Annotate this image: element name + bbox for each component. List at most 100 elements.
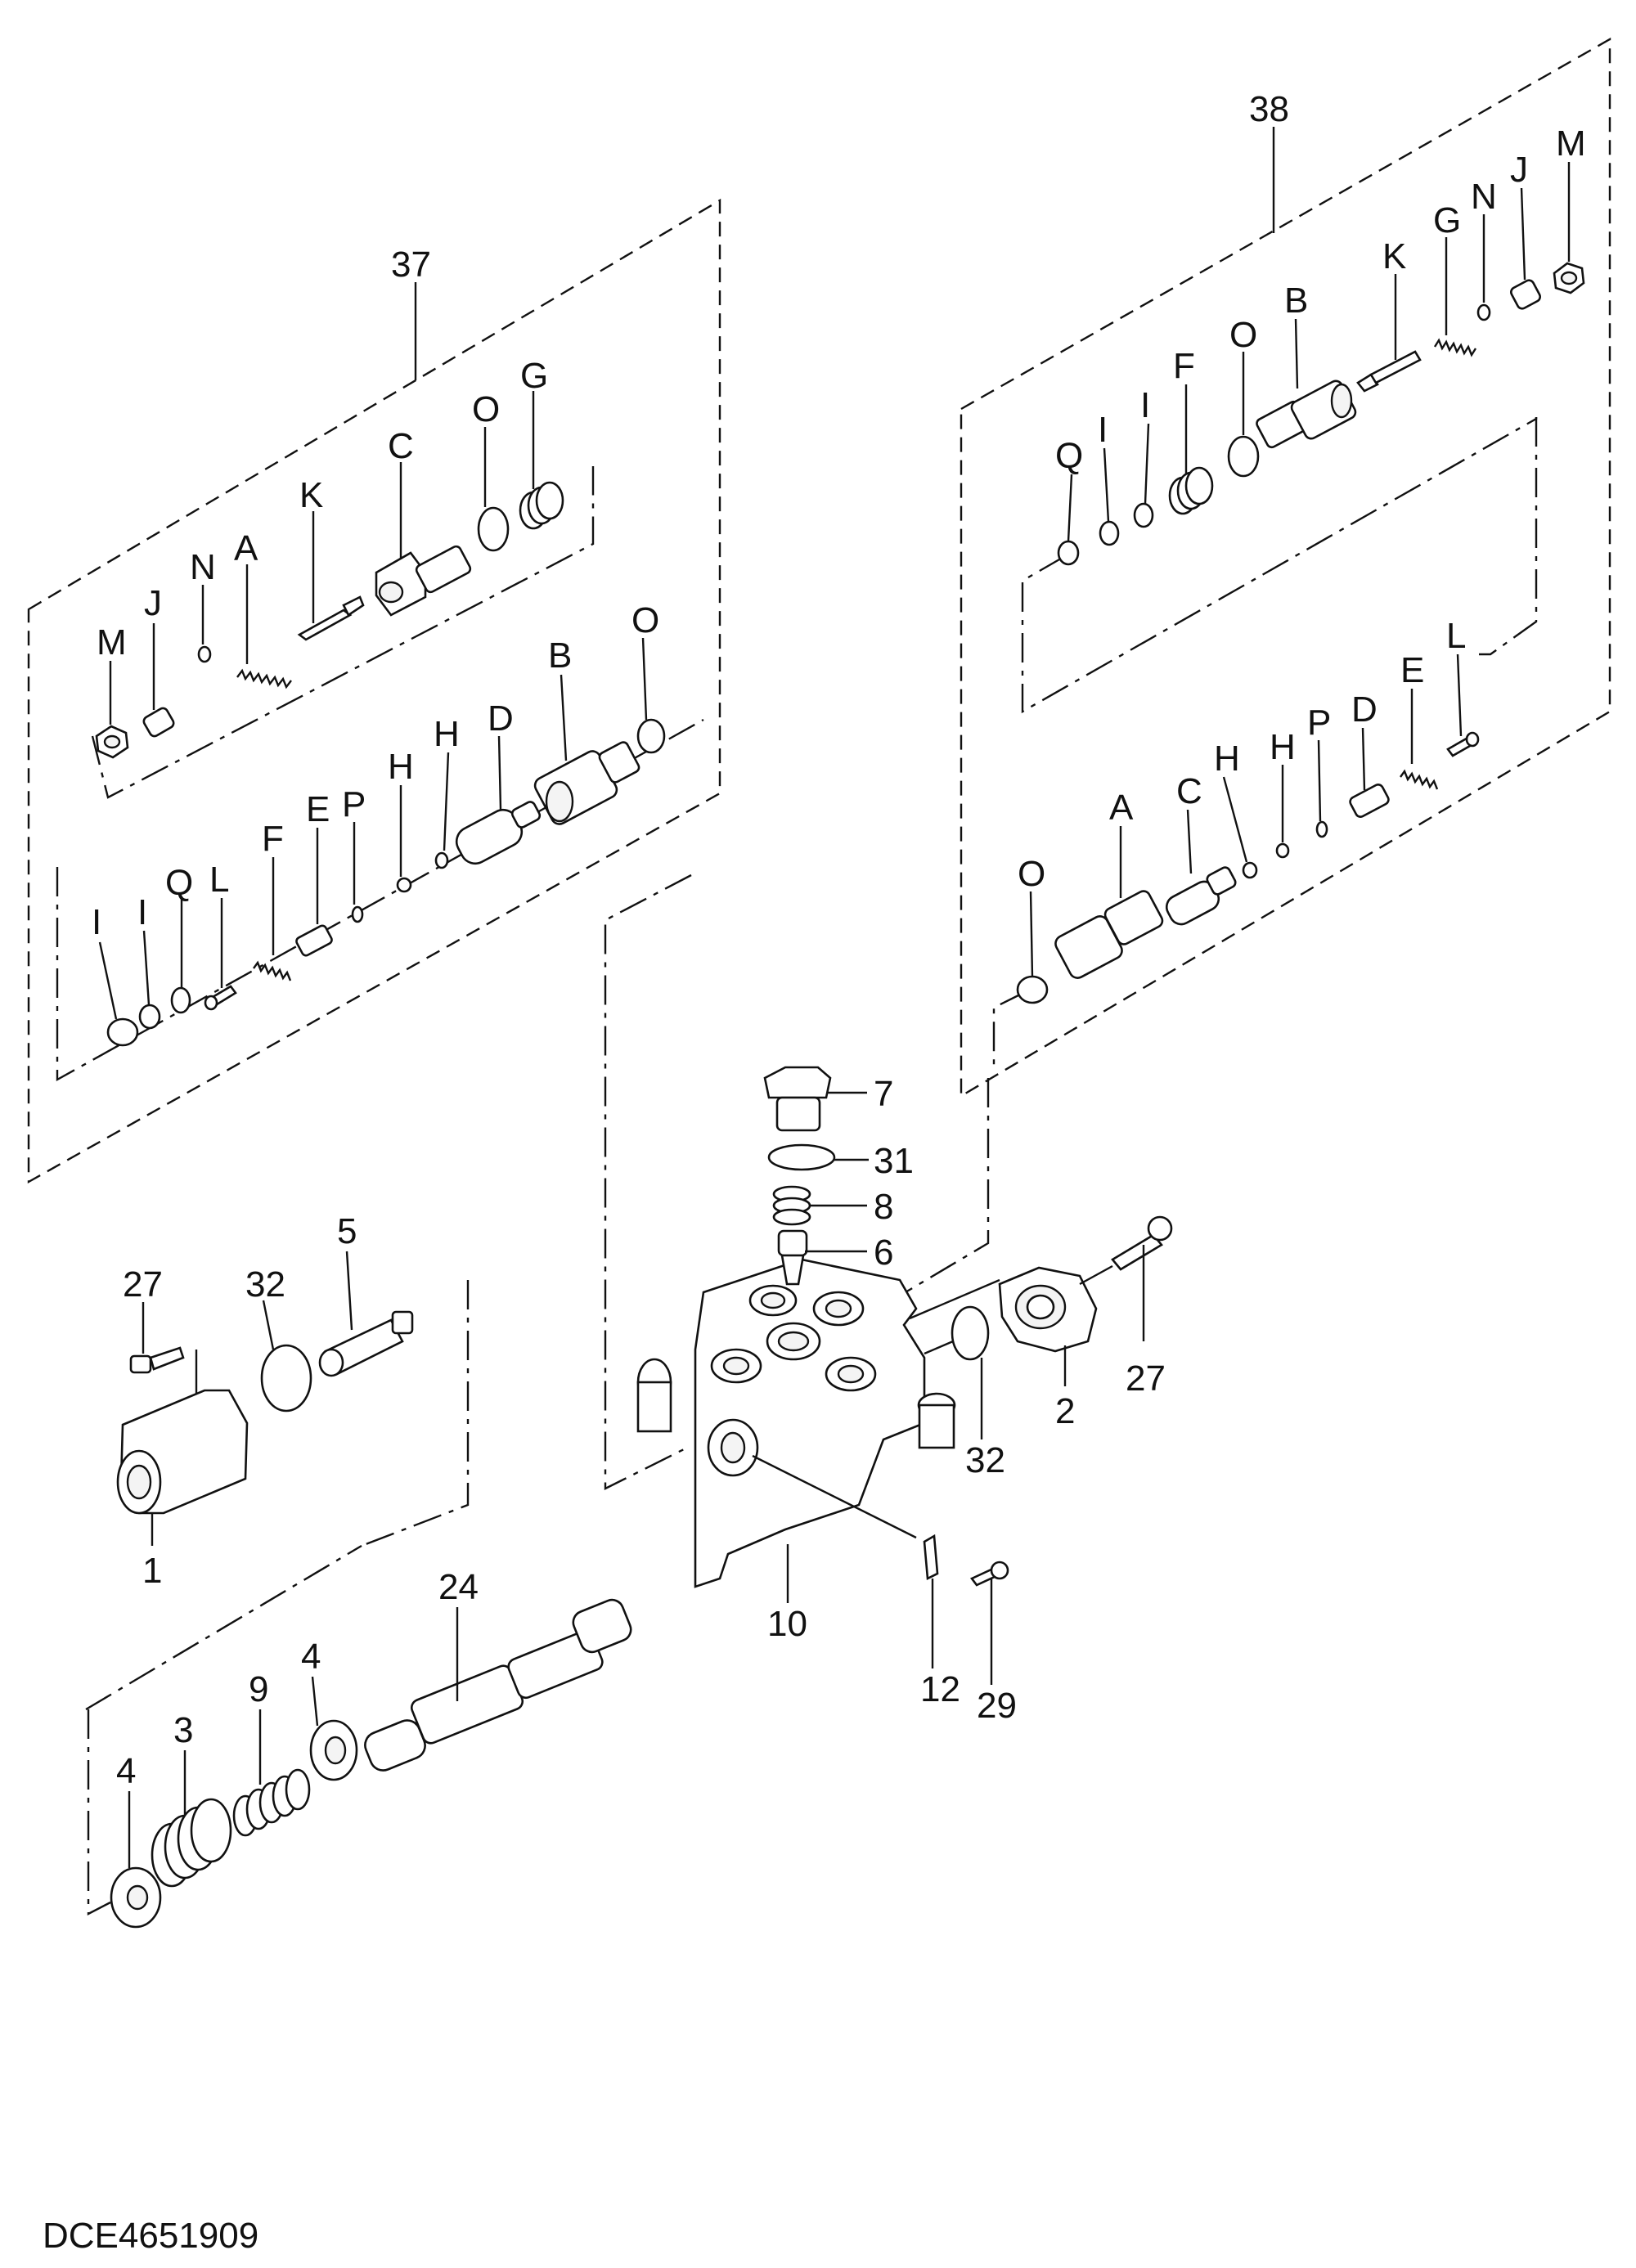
callout-32-right: 32	[965, 1440, 1005, 1480]
kit38-label-M: M	[1556, 124, 1586, 164]
kit37-label-F: F	[262, 819, 284, 859]
kit37-ring-H-a	[396, 877, 412, 893]
part-29-screw	[969, 1561, 1009, 1587]
callout-6: 6	[874, 1233, 893, 1273]
kit37-label-C: C	[388, 426, 414, 466]
part-5-spool	[318, 1310, 414, 1377]
kit-37-dashed-outline	[27, 198, 721, 1184]
part-7-plug	[763, 1066, 832, 1132]
callout-3: 3	[173, 1710, 193, 1750]
callout-8: 8	[874, 1187, 893, 1227]
part-4-seat-lower	[110, 1866, 162, 1929]
kit37-nut-M	[95, 725, 129, 759]
kit37-spring-A	[236, 668, 292, 689]
kit38-ring-Q	[1057, 540, 1080, 566]
kit38-piston-D	[1349, 784, 1390, 818]
callout-1: 1	[142, 1551, 162, 1591]
kit37-label-G: G	[520, 356, 548, 396]
kit37-label-L: L	[209, 860, 229, 900]
kit38-label-N: N	[1471, 177, 1497, 217]
kit37-plug-J	[142, 707, 175, 738]
kit38-label-E: E	[1400, 650, 1424, 690]
callout-10: 10	[767, 1604, 807, 1644]
kit37-valve-body-B	[533, 741, 640, 825]
callout-12: 12	[920, 1669, 960, 1709]
part-31-oring	[767, 1143, 836, 1171]
kit37-plunger-D	[455, 801, 542, 865]
callout-27-left: 27	[123, 1264, 163, 1305]
kit37-ring-Q	[170, 986, 191, 1014]
kit38-ring-H-a	[1242, 861, 1258, 879]
kit38-spring-G	[1433, 338, 1477, 357]
kit38-valve-body-B	[1256, 379, 1357, 449]
kit38-ring-I-a	[1099, 520, 1120, 546]
kit38-spring-F	[1168, 466, 1214, 515]
kit37-label-B: B	[548, 635, 572, 676]
callout-4-upper: 4	[301, 1637, 321, 1677]
kit38-ring-I-b	[1133, 502, 1154, 528]
kit38-plunger-C	[1165, 866, 1237, 926]
kit38-label-D: D	[1351, 689, 1378, 730]
kit37-ring-I-b	[138, 1004, 161, 1030]
kit-38-group: 38 Q I I F O B	[960, 37, 1611, 1098]
kit38-pin-L	[1446, 731, 1480, 757]
kit37-label-M: M	[97, 622, 127, 662]
kit37-label-J: J	[144, 583, 162, 623]
callout-27-right: 27	[1126, 1359, 1166, 1399]
kit38-label-P: P	[1307, 703, 1331, 743]
kit-37-group: 37 M J N A K	[27, 198, 721, 1184]
kit38-label-C: C	[1176, 771, 1202, 811]
part-24-spool	[364, 1598, 632, 1772]
callout-9: 9	[249, 1669, 268, 1709]
kit38-label-B: B	[1284, 281, 1308, 321]
kit37-needle-K	[297, 595, 365, 641]
kit37-label-A: A	[234, 528, 258, 568]
callout-24: 24	[438, 1567, 479, 1607]
part-27-bolt-right	[1111, 1215, 1173, 1271]
kit38-label-I-b: I	[1140, 385, 1150, 425]
kit37-valve-C	[375, 545, 472, 617]
kit37-ring-I-a	[106, 1017, 139, 1047]
part-6-poppet	[777, 1229, 808, 1286]
kit37-pin-L	[204, 985, 237, 1011]
kit38-valve-A	[1054, 890, 1164, 979]
callout-5: 5	[337, 1211, 357, 1251]
kit38-label-F: F	[1173, 346, 1195, 386]
kit37-spring-G	[519, 481, 564, 530]
callout-7: 7	[874, 1074, 893, 1114]
kit38-oring-O-lower	[1016, 975, 1049, 1004]
kit38-ring-N	[1476, 303, 1491, 321]
kit38-label-H-b: H	[1270, 727, 1296, 767]
kit37-connection-line	[604, 874, 692, 1490]
kit37-label-Q: Q	[165, 863, 193, 903]
part-12-plate	[923, 1534, 939, 1581]
kit37-label-I-a: I	[92, 902, 101, 942]
kit37-label-H-b: H	[434, 714, 460, 754]
callout-38: 38	[1249, 89, 1289, 129]
kit38-label-Q: Q	[1055, 436, 1083, 476]
kit37-label-I-b: I	[137, 892, 147, 932]
callout-31: 31	[874, 1141, 914, 1181]
kit37-oring-O-upper	[477, 506, 510, 552]
kit37-label-H-a: H	[388, 747, 414, 787]
kit38-label-H-a: H	[1214, 739, 1240, 779]
part-3-spring	[151, 1798, 232, 1888]
drawing-code: DCE4651909	[43, 2216, 258, 2256]
part-9-spring	[232, 1768, 311, 1837]
kit37-label-O-upper: O	[472, 389, 500, 429]
kit37-label-D: D	[488, 698, 514, 739]
callout-32-left: 32	[245, 1264, 285, 1305]
kit38-label-J: J	[1510, 150, 1528, 190]
kit38-label-A: A	[1109, 788, 1134, 828]
callout-4-lower: 4	[116, 1751, 136, 1791]
kit38-plug-J	[1509, 279, 1542, 310]
part-32-oring-right	[951, 1305, 990, 1361]
kit37-ring-P	[351, 905, 364, 923]
main-valve-body	[636, 1258, 956, 1588]
kit38-label-O-lower: O	[1018, 854, 1045, 894]
kit38-label-I-a: I	[1098, 410, 1108, 450]
kit38-ring-H-b	[1275, 842, 1290, 859]
part-2-cover	[998, 1266, 1098, 1353]
part-4-seat-upper	[309, 1719, 358, 1781]
